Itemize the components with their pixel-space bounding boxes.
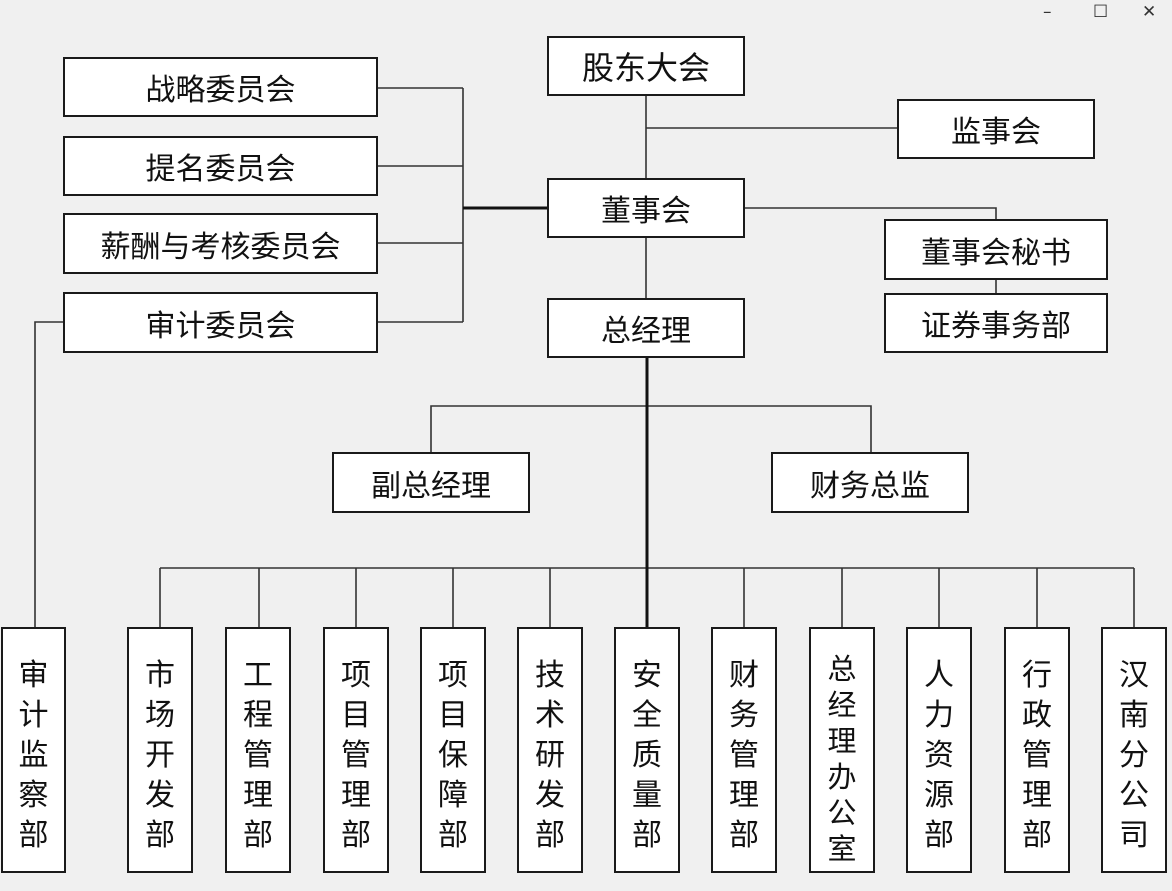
dept-finance-management: 财 务 管 理 部 bbox=[711, 627, 777, 873]
dept-engineering-management: 工 程 管 理 部 bbox=[225, 627, 291, 873]
board-secretary-box: 董事会秘书 bbox=[884, 219, 1108, 280]
dept-safety-quality: 安 全 质 量 部 bbox=[614, 627, 680, 873]
audit-committee-box: 审计委员会 bbox=[63, 292, 378, 353]
supervisory-board-box: 监事会 bbox=[897, 99, 1095, 159]
dept-project-support: 项 目 保 障 部 bbox=[420, 627, 486, 873]
deputy-general-manager-box: 副总经理 bbox=[332, 452, 530, 513]
dept-hannan-branch: 汉 南 分 公 司 bbox=[1101, 627, 1167, 873]
dept-tech-rnd: 技 术 研 发 部 bbox=[517, 627, 583, 873]
securities-affairs-dept-box: 证券事务部 bbox=[884, 293, 1108, 353]
dept-gm-office: 总 经 理 办 公 室 bbox=[809, 627, 875, 873]
dept-human-resources: 人 力 资 源 部 bbox=[906, 627, 972, 873]
dept-project-management: 项 目 管 理 部 bbox=[323, 627, 389, 873]
nomination-committee-box: 提名委员会 bbox=[63, 136, 378, 196]
chief-financial-officer-box: 财务总监 bbox=[771, 452, 969, 513]
strategy-committee-box: 战略委员会 bbox=[63, 57, 378, 117]
minimize-button[interactable]: – bbox=[1043, 2, 1052, 22]
close-button[interactable]: ✕ bbox=[1142, 2, 1157, 22]
dept-market-development: 市 场 开 发 部 bbox=[127, 627, 193, 873]
dept-administration: 行 政 管 理 部 bbox=[1004, 627, 1070, 873]
compensation-committee-box: 薪酬与考核委员会 bbox=[63, 213, 378, 274]
maximize-button[interactable]: ☐ bbox=[1093, 2, 1109, 22]
general-manager-box: 总经理 bbox=[547, 298, 745, 358]
dept-audit-supervision: 审 计 监 察 部 bbox=[1, 627, 66, 873]
board-of-directors-box: 董事会 bbox=[547, 178, 745, 238]
shareholders-meeting-box: 股东大会 bbox=[547, 36, 745, 96]
